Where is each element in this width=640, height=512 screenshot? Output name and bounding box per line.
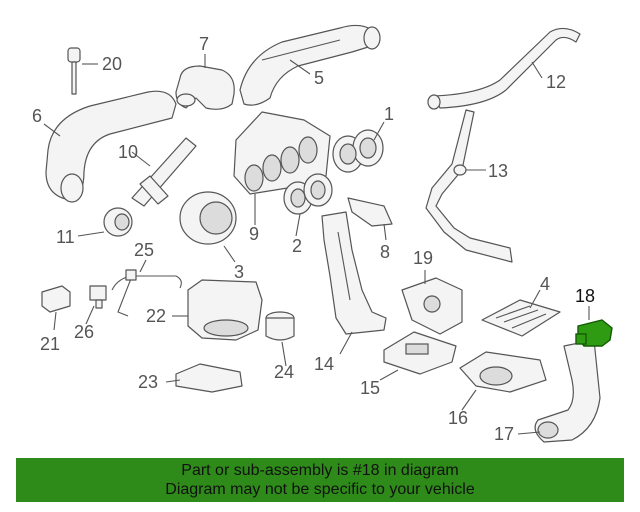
label-part-13: 13 — [488, 161, 508, 181]
part-24-drawing[interactable] — [265, 311, 295, 341]
part-labels: 1 2 3 4 5 6 7 8 9 10 11 12 13 14 15 16 1… — [32, 34, 595, 444]
label-part-14: 14 — [314, 354, 334, 374]
label-part-12: 12 — [546, 72, 566, 92]
label-part-17: 17 — [494, 424, 514, 444]
part-13-drawing[interactable] — [425, 109, 513, 263]
label-part-7: 7 — [199, 34, 209, 54]
label-part-10: 10 — [118, 142, 138, 162]
label-part-24: 24 — [274, 362, 294, 382]
banner-line-2: Diagram may not be specific to your vehi… — [165, 481, 475, 498]
part-1-drawing[interactable] — [332, 129, 384, 173]
info-banner: Part or sub-assembly is #18 in diagram D… — [16, 458, 624, 502]
part-3-drawing[interactable] — [179, 191, 237, 245]
label-part-3: 3 — [234, 262, 244, 282]
part-26-drawing[interactable] — [89, 285, 107, 309]
part-18-drawing[interactable] — [575, 319, 613, 347]
label-part-8: 8 — [380, 242, 390, 262]
label-part-23: 23 — [138, 372, 158, 392]
part-15-drawing[interactable] — [383, 331, 457, 375]
part-9-drawing[interactable] — [233, 111, 331, 195]
label-part-21: 21 — [40, 334, 60, 354]
label-part-2: 2 — [292, 236, 302, 256]
label-part-26: 26 — [74, 322, 94, 342]
part-19-drawing[interactable] — [401, 277, 463, 335]
part-5-drawing[interactable] — [239, 24, 381, 106]
part-12-drawing[interactable] — [427, 27, 581, 110]
part-25-drawing[interactable] — [111, 269, 182, 317]
part-21-drawing[interactable] — [41, 285, 71, 313]
leader-lines — [43, 54, 590, 435]
label-part-9: 9 — [249, 224, 259, 244]
label-part-5: 5 — [314, 68, 324, 88]
label-part-18: 18 — [575, 286, 595, 306]
label-part-22: 22 — [146, 306, 166, 326]
label-part-20: 20 — [102, 54, 122, 74]
label-part-11: 11 — [56, 227, 75, 247]
label-part-19: 19 — [413, 248, 433, 268]
label-part-16: 16 — [448, 408, 468, 428]
part-11-drawing[interactable] — [103, 207, 133, 237]
part-8-drawing[interactable] — [347, 197, 393, 227]
label-part-6: 6 — [32, 106, 42, 126]
part-22-drawing[interactable] — [187, 279, 263, 341]
part-7-drawing[interactable] — [175, 65, 235, 110]
part-20-drawing[interactable] — [67, 47, 81, 95]
label-part-25: 25 — [134, 240, 154, 260]
label-part-1: 1 — [384, 104, 394, 124]
label-part-15: 15 — [360, 378, 380, 398]
parts-diagram: 1 2 3 4 5 6 7 8 9 10 11 12 13 14 15 16 1… — [32, 24, 613, 444]
part-2-drawing[interactable] — [283, 173, 333, 215]
part-17-drawing[interactable] — [534, 339, 601, 443]
label-part-4: 4 — [540, 274, 550, 294]
part-4-drawing[interactable] — [481, 299, 561, 337]
banner-line-1: Part or sub-assembly is #18 in diagram — [181, 462, 459, 479]
part-10-drawing[interactable] — [131, 137, 197, 207]
part-16-drawing[interactable] — [459, 351, 547, 393]
part-23-drawing[interactable] — [175, 363, 243, 393]
part-14-drawing[interactable] — [321, 211, 387, 335]
part-6-drawing[interactable] — [45, 90, 177, 203]
